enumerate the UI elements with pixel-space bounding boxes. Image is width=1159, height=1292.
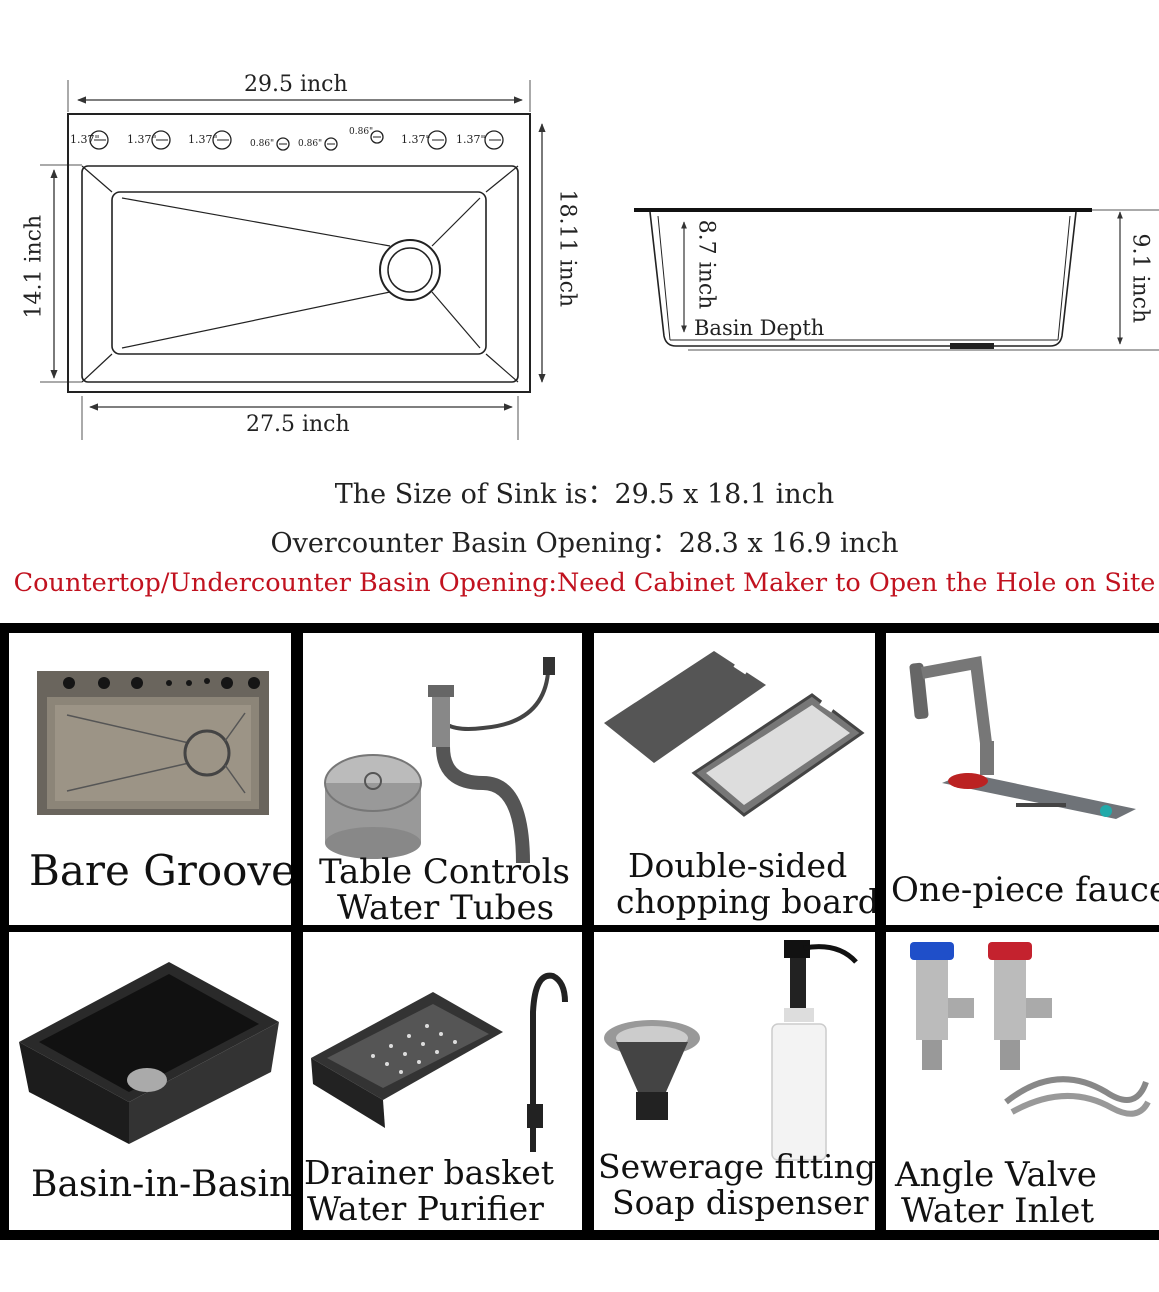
height-label: 18.11 inch — [554, 189, 580, 308]
hole-label-6: 0.86" — [349, 127, 374, 137]
soap-dispenser-illustration — [604, 940, 858, 1161]
water-tubes-illustration — [324, 657, 555, 864]
sink-basin-outline — [111, 191, 487, 355]
hole-label-1: 1.37" — [70, 133, 100, 146]
item-drainer-basket-water-purifier: Drainer basket Water Purifier — [303, 932, 582, 1230]
overcounter-opening-line: Overcounter Basin Opening：28.3 x 16.9 in… — [270, 528, 899, 559]
sink-top-view-diagram — [40, 80, 546, 440]
double-sided-caption: Double-sided — [628, 846, 848, 885]
water-tubes-caption: Water Tubes — [337, 888, 555, 925]
basin-in-basin-caption: Basin-in-Basin — [31, 1164, 291, 1205]
sink-deck-outline — [81, 165, 519, 383]
hole-label-8: 1.37" — [456, 133, 486, 146]
table-controls-caption: Table Controls — [319, 852, 570, 892]
basin-in-basin-illustration — [19, 962, 279, 1144]
hole-label-7: 1.37" — [401, 133, 431, 146]
sink-side-view-diagram — [634, 208, 1159, 351]
basin-depth-label: Basin Depth — [694, 316, 825, 340]
bare-groove-illustration — [37, 671, 269, 815]
item-basin-in-basin: Basin-in-Basin — [9, 932, 291, 1230]
water-inlet-caption: Water Inlet — [901, 1191, 1095, 1230]
tap-holes-row — [89, 130, 504, 151]
drain-circle — [379, 239, 441, 301]
angle-valve-caption: Angle Valve — [895, 1155, 1097, 1195]
basin-depth-value: 8.7 inch — [693, 219, 719, 310]
item-one-piece-faucet: One-piece faucet — [886, 633, 1159, 925]
soap-dispenser-caption: Soap dispenser — [612, 1183, 869, 1222]
basin-profile — [649, 211, 1077, 347]
sewerage-fittings-caption: Sewerage fittings — [598, 1147, 875, 1186]
accessories-grid: Bare Groove Table Controls Water Tubes D… — [0, 623, 1159, 1240]
drainer-basket-illustration — [311, 972, 568, 1152]
chopping-board-caption: chopping board — [616, 882, 875, 921]
bare-groove-caption: Bare Groove — [29, 846, 291, 895]
hole-label-4: 0.86" — [250, 139, 275, 149]
total-depth-label: 9.1 inch — [1127, 233, 1153, 324]
undercounter-note-line: Countertop/Undercounter Basin Opening:Ne… — [13, 568, 1156, 598]
inner-height-label: 14.1 inch — [21, 214, 47, 319]
hole-label-2: 1.37" — [127, 133, 157, 146]
item-sewerage-soap-dispenser: Sewerage fittings Soap dispenser — [594, 932, 875, 1230]
sink-size-line: The Size of Sink is：29.5 x 18.1 inch — [334, 479, 835, 510]
drainer-basket-caption: Drainer basket — [304, 1153, 555, 1192]
inner-width-label: 27.5 inch — [246, 412, 350, 437]
sink-outer-outline — [67, 113, 531, 393]
faucet-illustration — [909, 655, 1136, 819]
item-bare-groove: Bare Groove — [9, 633, 291, 925]
one-piece-faucet-caption: One-piece faucet — [891, 870, 1159, 910]
water-purifier-caption: Water Purifier — [307, 1189, 544, 1228]
hole-label-5: 0.86" — [298, 139, 323, 149]
angle-valve-illustration — [910, 942, 1151, 1117]
hole-label-3: 1.37" — [188, 133, 218, 146]
chopping-board-illustration — [604, 651, 865, 817]
width-label: 29.5 inch — [244, 72, 348, 97]
item-table-controls-water-tubes: Table Controls Water Tubes — [303, 633, 582, 925]
item-chopping-board: Double-sided chopping board — [594, 633, 875, 925]
item-angle-valve-water-inlet: Angle Valve Water Inlet — [886, 932, 1159, 1230]
